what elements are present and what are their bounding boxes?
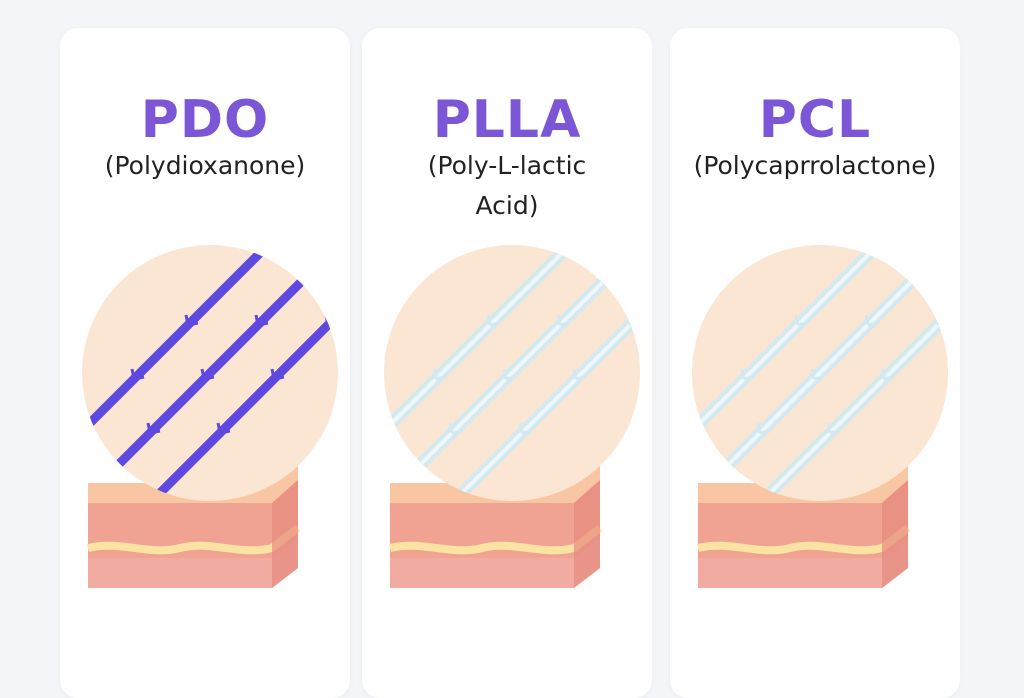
pcl-illustration <box>692 245 948 588</box>
plla-illustration <box>384 245 640 588</box>
plla-title: PLLA <box>432 90 582 150</box>
skin-block-icon <box>87 448 301 588</box>
clear-thread-icon <box>692 245 948 501</box>
plla-card: PLLA (Poly-L-lactic Acid) <box>362 28 652 698</box>
skin-block-icon <box>389 448 603 588</box>
skin-block-icon <box>697 448 911 588</box>
pdo-title: PDO <box>140 90 270 150</box>
pdo-subtitle: (Polydioxanone) <box>104 151 306 180</box>
pcl-subtitle: (Polycaprrolactone) <box>693 151 937 180</box>
plla-subtitle: (Poly-L-lactic Acid) <box>427 151 587 220</box>
pdo-card: PDO (Polydioxanone) <box>60 28 350 698</box>
pcl-title: PCL <box>758 90 872 150</box>
pcl-card: PCL (Polycaprrolactone) <box>670 28 960 698</box>
pdo-illustration <box>82 245 338 588</box>
